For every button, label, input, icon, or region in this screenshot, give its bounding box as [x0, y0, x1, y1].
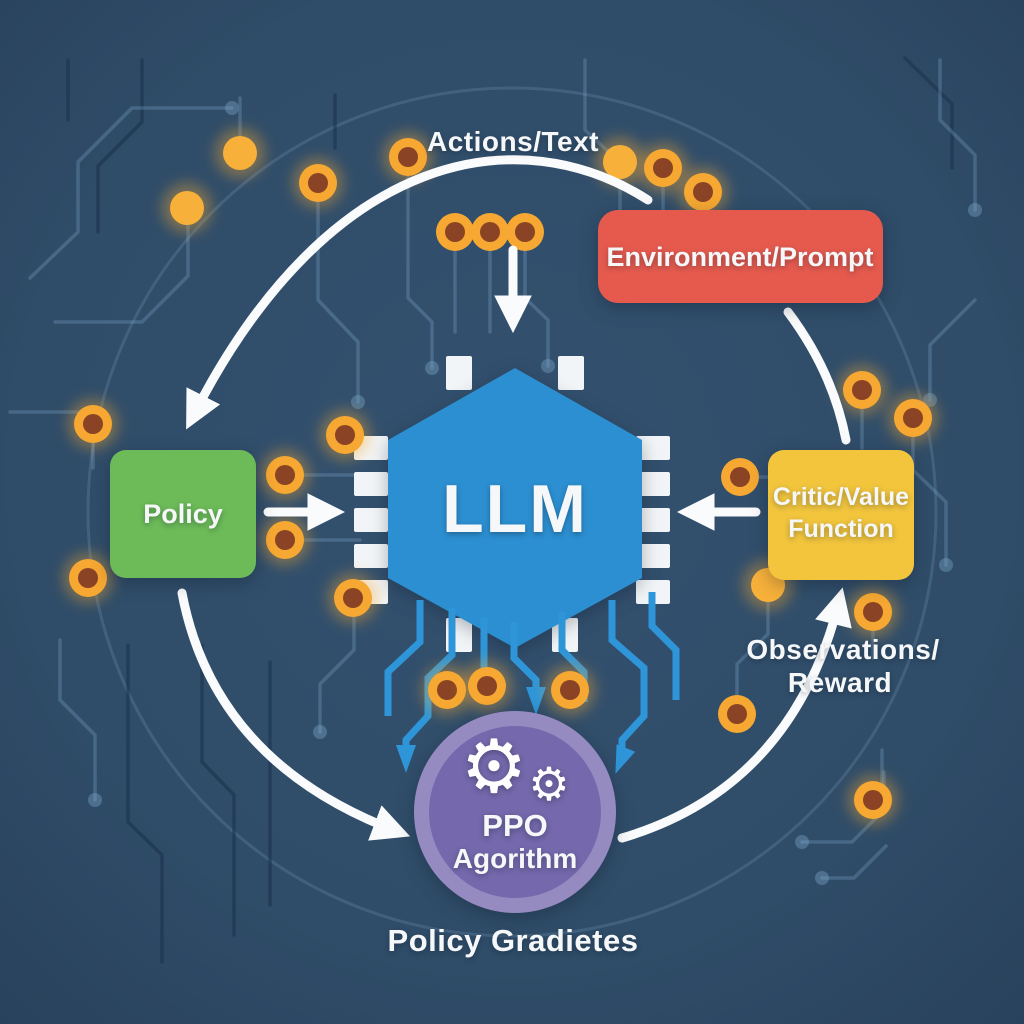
circuit-dot-core	[653, 158, 673, 178]
connection-dots	[63, 128, 938, 825]
circuit-dot	[170, 191, 204, 225]
blue-arrowhead-icon	[396, 745, 416, 773]
circuit-dot-core	[863, 602, 883, 622]
circuit-dot	[603, 145, 637, 179]
chip-pin	[636, 436, 670, 460]
circuit-node	[939, 558, 953, 572]
circuit-node	[541, 359, 555, 373]
chip-output-trace	[510, 622, 540, 692]
circuit-dot-core	[477, 676, 497, 696]
flow-policy-to-ppo	[177, 588, 411, 841]
circuit-node	[313, 725, 327, 739]
circuit-node	[815, 871, 829, 885]
circuit-dot-core	[343, 588, 363, 608]
environment-label: Environment/Prompt	[606, 242, 873, 272]
circuit-trace	[928, 298, 977, 402]
circuit-trace	[126, 643, 164, 964]
circuit-trace	[735, 591, 770, 710]
circuit-trace	[903, 56, 954, 170]
circuit-trace	[28, 106, 234, 280]
circuit-dot-core	[727, 704, 747, 724]
circuit-dot-core	[83, 414, 103, 434]
flow-ppo-to-critic	[617, 587, 852, 843]
chip-pin	[446, 356, 472, 390]
ppo-label-line2: Agorithm	[453, 843, 577, 874]
chip-pin	[558, 356, 584, 390]
circuit-dot-core	[560, 680, 580, 700]
chip-output-arrowheads	[396, 687, 636, 774]
gears-icon: ⚙	[461, 724, 527, 810]
environment-box	[598, 210, 883, 303]
circuit-dot-core	[515, 222, 535, 242]
flow-env-to-critic	[783, 307, 851, 445]
chip-pin	[636, 544, 670, 568]
circuit-trace	[58, 638, 97, 802]
chip-output-trace	[648, 592, 680, 700]
policy-gradients-label: Policy Gradietes	[388, 923, 639, 958]
gear-small-icon: ⚙	[528, 757, 569, 811]
chip-pin	[354, 544, 388, 568]
chip-pin	[636, 472, 670, 496]
chip-pin	[354, 508, 388, 532]
circuit-node	[351, 395, 365, 409]
circuit-trace	[96, 58, 144, 234]
circuit-traces-dark	[66, 56, 954, 964]
circuit-trace	[406, 163, 434, 370]
circuit-dot-core	[275, 530, 295, 550]
flow-env-to-policy	[186, 155, 653, 430]
circuit-trace	[200, 643, 236, 937]
critic-box	[768, 450, 914, 580]
circuit-dot-core	[903, 408, 923, 428]
circuit-trace	[318, 604, 356, 734]
circuit-dot-core	[78, 568, 98, 588]
chip-pin	[636, 508, 670, 532]
blue-arrowhead-icon	[526, 687, 546, 715]
circuit-node	[88, 793, 102, 807]
circuit-node	[225, 101, 239, 115]
environment-node: Environment/Prompt	[598, 210, 883, 303]
circuit-dot-core	[863, 790, 883, 810]
circuit-dot-core	[275, 465, 295, 485]
ppo-node: ⚙ ⚙ PPO Agorithm	[414, 711, 616, 913]
policy-node: Policy	[110, 450, 256, 578]
chip-output-trace	[384, 600, 424, 716]
circuit-dot-core	[693, 182, 713, 202]
circuit-dot-core	[480, 222, 500, 242]
circuit-nodes	[88, 101, 982, 885]
critic-label-line1: Critic/Value	[773, 483, 909, 511]
circuit-dot-core	[308, 173, 328, 193]
circuit-node	[425, 361, 439, 375]
chip-output-trace	[608, 600, 648, 754]
flow-arrows	[177, 155, 852, 843]
llm-label: LLM	[442, 471, 588, 547]
circuit-trace	[53, 213, 190, 324]
cycle-ring	[86, 86, 938, 938]
observations-reward-label-line2: Reward	[788, 667, 892, 698]
critic-node: Critic/Value Function	[768, 450, 914, 580]
ppo-label-line1: PPO	[482, 808, 547, 843]
circuit-node	[968, 203, 982, 217]
llm-chip-hexagon	[388, 368, 642, 648]
circuit-dot-core	[335, 425, 355, 445]
circuit-dot	[223, 136, 257, 170]
circuit-trace	[820, 844, 888, 880]
circuit-trace	[911, 424, 948, 567]
circuit-node	[795, 835, 809, 849]
circuit-dot-core	[852, 380, 872, 400]
circuit-dot-core	[730, 467, 750, 487]
circuit-trace	[523, 238, 550, 368]
chip-pin	[354, 472, 388, 496]
circuit-trace	[938, 58, 977, 212]
critic-label-line2: Function	[788, 515, 894, 543]
circuit-dot-core	[445, 222, 465, 242]
blue-arrowhead-icon	[615, 744, 636, 774]
circuit-dot-core	[398, 147, 418, 167]
circuit-dot-core	[437, 680, 457, 700]
ppo-inner-circle	[429, 726, 601, 898]
policy-box	[110, 450, 256, 578]
policy-label: Policy	[143, 499, 223, 529]
observations-reward-label-line1: Observations/	[746, 634, 939, 665]
actions-text-label: Actions/Text	[427, 126, 599, 157]
